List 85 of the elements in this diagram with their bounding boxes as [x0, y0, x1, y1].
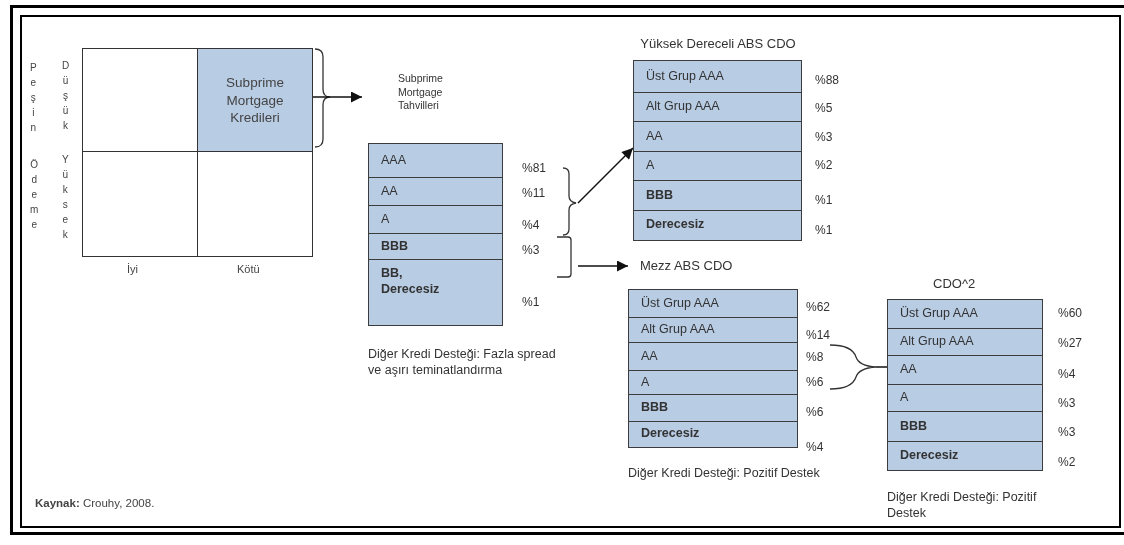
- percentage-label: %62: [806, 299, 831, 315]
- tranche-label: BBB: [641, 400, 669, 416]
- arrow: [577, 147, 634, 204]
- tranche-label: AA: [641, 348, 658, 365]
- percentage-label: %4: [1058, 366, 1076, 382]
- tranche-row: [633, 121, 802, 152]
- percentage-label: %6: [806, 374, 824, 390]
- tranche-label: Üst Grup AAA: [900, 306, 978, 322]
- tranche-row: [368, 205, 503, 234]
- percentage-label: %8: [806, 349, 824, 365]
- tranche-label: A: [381, 211, 390, 228]
- percentage-label: %27: [1058, 335, 1083, 351]
- tranche-label: AA: [646, 128, 663, 145]
- tranche-row: [887, 411, 1043, 442]
- axis-label: Peşin: [30, 61, 37, 135]
- footnote-text: Diğer Kredi Desteği: Fazla spread ve aşırı teminatlandırma: [368, 347, 557, 379]
- tranche-row: [633, 60, 802, 93]
- arrow: [312, 91, 363, 103]
- tranche-row: [368, 259, 503, 326]
- percentage-label: %4: [806, 439, 824, 455]
- percentage-label: %5: [815, 100, 833, 116]
- tranche-label: Alt Grup AAA: [646, 99, 720, 115]
- stack-title: Mezz ABS CDO: [640, 258, 734, 275]
- tranche-row: [368, 232, 503, 261]
- tranche-row: [628, 394, 798, 422]
- percentage-label: %1: [522, 294, 540, 310]
- tranche-row: [368, 143, 503, 178]
- cell-label: Subprime Mortgage Kredileri: [225, 74, 285, 127]
- axis-label: Ödeme: [30, 158, 39, 232]
- percentage-label: %1: [815, 192, 833, 208]
- tranche-row: [887, 299, 1043, 329]
- tranche-row: [628, 342, 798, 371]
- tranche-label: Üst Grup AAA: [641, 295, 719, 312]
- percentage-label: %2: [1058, 454, 1076, 470]
- percentage-label: %60: [1058, 305, 1083, 321]
- tranche-label: A: [646, 158, 655, 174]
- tranche-row: [633, 209, 802, 241]
- percentage-label: %3: [1058, 424, 1076, 440]
- source-note: Kaynak: Crouhy, 2008.: [35, 497, 155, 509]
- tranche-label: AAA: [381, 152, 406, 169]
- percentage-label: %3: [522, 242, 540, 258]
- tranche-label: Derecesiz: [641, 426, 700, 442]
- percentage-label: %4: [522, 217, 540, 233]
- tranche-row: [887, 355, 1043, 385]
- percentage-label: %1: [815, 222, 833, 238]
- tranche-label: BB, Derecesiz: [381, 266, 441, 298]
- tranche-row: [628, 289, 798, 318]
- footnote-text: Diğer Kredi Desteği: Pozitif Destek: [628, 466, 821, 482]
- tranche-row: [887, 440, 1043, 471]
- stack-title: Subprime Mortgage Tahvilleri: [398, 72, 444, 113]
- tranche-label: Derecesiz: [646, 217, 705, 233]
- tranche-label: A: [900, 390, 909, 406]
- percentage-label: %6: [806, 404, 824, 420]
- matrix-cell: [82, 48, 198, 153]
- matrix-cell: [82, 151, 198, 257]
- percentage-label: %3: [815, 129, 833, 145]
- percentage-label: %3: [1058, 395, 1076, 411]
- tranche-label: BBB: [381, 238, 409, 255]
- tranche-row: [368, 176, 503, 207]
- tranche-row: [628, 369, 798, 396]
- stack-title: Yüksek Dereceli ABS CDO: [639, 36, 797, 53]
- tranche-label: Derecesiz: [900, 447, 959, 464]
- axis-label: Yüksek: [62, 153, 69, 242]
- tranche-label: A: [641, 374, 650, 391]
- matrix-cell: [197, 48, 313, 153]
- percentage-label: %88: [815, 72, 840, 88]
- tranche-label: BBB: [900, 418, 928, 435]
- tranche-label: AA: [900, 362, 917, 378]
- percentage-label: %2: [815, 157, 833, 173]
- percentage-label: %81: [522, 160, 547, 176]
- tranche-label: BBB: [646, 187, 674, 204]
- matrix-cell: [197, 151, 313, 257]
- tranche-label: Alt Grup AAA: [641, 322, 715, 338]
- stack-title: CDO^2: [933, 276, 977, 293]
- percentage-label: %14: [806, 327, 831, 343]
- tranche-row: [633, 180, 802, 211]
- tranche-label: Alt Grup AAA: [900, 334, 974, 350]
- tranche-label: AA: [381, 183, 398, 200]
- connector-line: [875, 366, 888, 368]
- footnote-text: Diğer Kredi Desteği: Pozitif Destek: [887, 490, 1038, 522]
- arrow: [577, 260, 629, 272]
- axis-label: Düşük: [62, 59, 70, 133]
- percentage-label: %11: [522, 185, 546, 201]
- tranche-row: [628, 420, 798, 448]
- tranche-label: Üst Grup AAA: [646, 68, 724, 85]
